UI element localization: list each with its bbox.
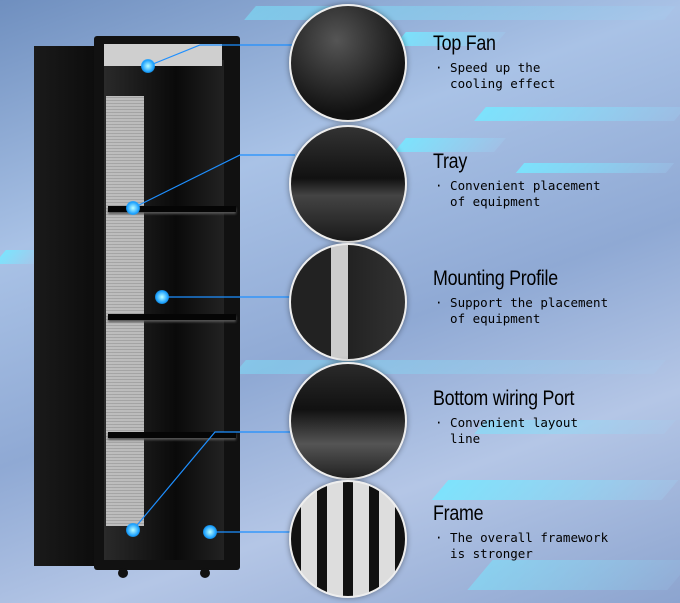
feature-title: Bottom wiring Port — [433, 387, 575, 410]
feature-title: Frame — [433, 502, 484, 525]
feature-description: · The overall framework is stronger — [435, 530, 609, 561]
feature-mounting-profile: Mounting Profile · Support the placement… — [433, 267, 608, 327]
tray-marker — [126, 201, 140, 215]
feature-description: · Convenient layout line — [435, 415, 578, 446]
tray-closeup — [289, 125, 407, 243]
feature-description: · Speed up the cooling effect — [435, 60, 556, 91]
feature-title: Top Fan — [433, 32, 496, 55]
frame-closeup — [289, 480, 407, 598]
feature-frame: Frame · The overall framework is stronge… — [433, 502, 608, 562]
feature-top-fan: Top Fan · Speed up the cooling effect — [433, 32, 555, 92]
feature-bottom-wiring-port: Bottom wiring Port · Convenient layout l… — [433, 387, 599, 447]
server-cabinet-image — [34, 36, 240, 578]
feature-description: · Support the placement of equipment — [435, 295, 609, 326]
top-fan-closeup — [289, 4, 407, 122]
top-fan-marker — [141, 59, 155, 73]
feature-title: Tray — [433, 150, 468, 173]
bottom-wiring-port-closeup — [289, 362, 407, 480]
bottom-port-marker — [126, 523, 140, 537]
feature-tray: Tray · Convenient placement of equipment — [433, 150, 601, 210]
feature-title: Mounting Profile — [433, 267, 558, 290]
feature-description: · Convenient placement of equipment — [435, 178, 601, 209]
frame-marker — [203, 525, 217, 539]
mounting-profile-marker — [155, 290, 169, 304]
mounting-profile-closeup — [289, 243, 407, 361]
